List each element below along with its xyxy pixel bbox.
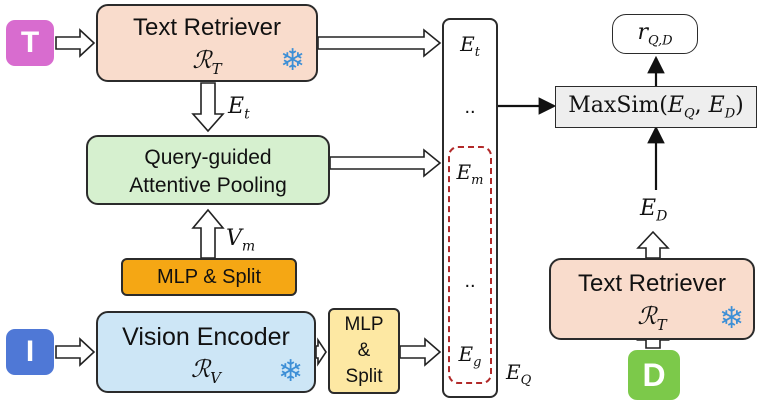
image-input-badge: I bbox=[6, 329, 54, 375]
snowflake-icon: ❄ bbox=[278, 354, 304, 389]
vision-encoder: Vision Encoder ℛV ❄ bbox=[96, 311, 316, 393]
arrow-vm-up bbox=[191, 208, 225, 259]
text-input-letter: T bbox=[20, 26, 40, 59]
arrow-mlp-to-eg bbox=[399, 337, 442, 367]
image-input-letter: I bbox=[25, 335, 35, 368]
embedding-em: Em bbox=[456, 160, 484, 188]
score-output: rQ,D bbox=[612, 14, 698, 54]
attentive-pooling-module: Query-guided Attentive Pooling bbox=[86, 135, 330, 205]
text-retriever-bottom-symbol: ℛT bbox=[637, 302, 667, 334]
attentive-pooling-line2: Attentive Pooling bbox=[129, 174, 287, 197]
edge-label-vm: Vm bbox=[226, 226, 256, 255]
arrow-et-down bbox=[191, 82, 225, 133]
vision-encoder-symbol: ℛV bbox=[191, 355, 221, 387]
edge-label-ed: ED bbox=[640, 196, 668, 225]
arrow-text-to-retriever bbox=[55, 28, 96, 58]
snowflake-icon: ❄ bbox=[280, 43, 306, 78]
mlp-split-right-line1: MLP bbox=[344, 314, 384, 335]
mlp-split-right-line3: Split bbox=[345, 366, 383, 387]
mlp-split-left-label: MLP & Split bbox=[156, 266, 262, 288]
embedding-dots-2: .. bbox=[464, 270, 476, 292]
text-retriever-top: Text Retriever ℛT ❄ bbox=[96, 4, 318, 82]
text-retriever-top-title: Text Retriever bbox=[132, 14, 282, 41]
query-embedding-column: Et .. Em .. Eg bbox=[442, 18, 498, 398]
mlp-split-right-line2: & bbox=[357, 340, 371, 361]
embedding-dots-1: .. bbox=[464, 96, 476, 118]
vision-encoder-title: Vision Encoder bbox=[122, 323, 290, 351]
text-retriever-bottom-title: Text Retriever bbox=[577, 270, 727, 297]
attentive-pooling-line1: Query-guided bbox=[144, 146, 272, 169]
mlp-split-right: MLP & Split bbox=[328, 308, 400, 394]
document-input-badge: D bbox=[628, 350, 680, 400]
edge-label-et: Et bbox=[228, 94, 250, 123]
document-input-letter: D bbox=[642, 357, 666, 393]
arrow-pooling-to-em bbox=[329, 148, 442, 178]
text-input-badge: T bbox=[6, 20, 54, 66]
embedding-et: Et bbox=[460, 32, 480, 60]
text-retriever-bottom: Text Retriever ℛT ❄ bbox=[549, 258, 755, 340]
embedding-eg: Eg bbox=[458, 342, 482, 370]
snowflake-icon: ❄ bbox=[719, 301, 745, 336]
text-retriever-top-symbol: ℛT bbox=[192, 46, 222, 78]
maxsim-expression: MaxSim(EQ, ED) bbox=[568, 93, 744, 122]
score-symbol: rQ,D bbox=[637, 20, 673, 49]
embedding-eq-label: EQ bbox=[506, 360, 532, 388]
arrow-ed-hollow bbox=[636, 230, 670, 259]
arrow-retriever-to-et bbox=[317, 28, 442, 58]
maxsim-module: MaxSim(EQ, ED) bbox=[555, 86, 757, 128]
arrow-image-to-encoder bbox=[55, 337, 96, 367]
visual-token-group bbox=[448, 146, 492, 384]
mlp-split-left: MLP & Split bbox=[121, 258, 297, 296]
arrow-encoder-to-mlp bbox=[315, 337, 327, 367]
